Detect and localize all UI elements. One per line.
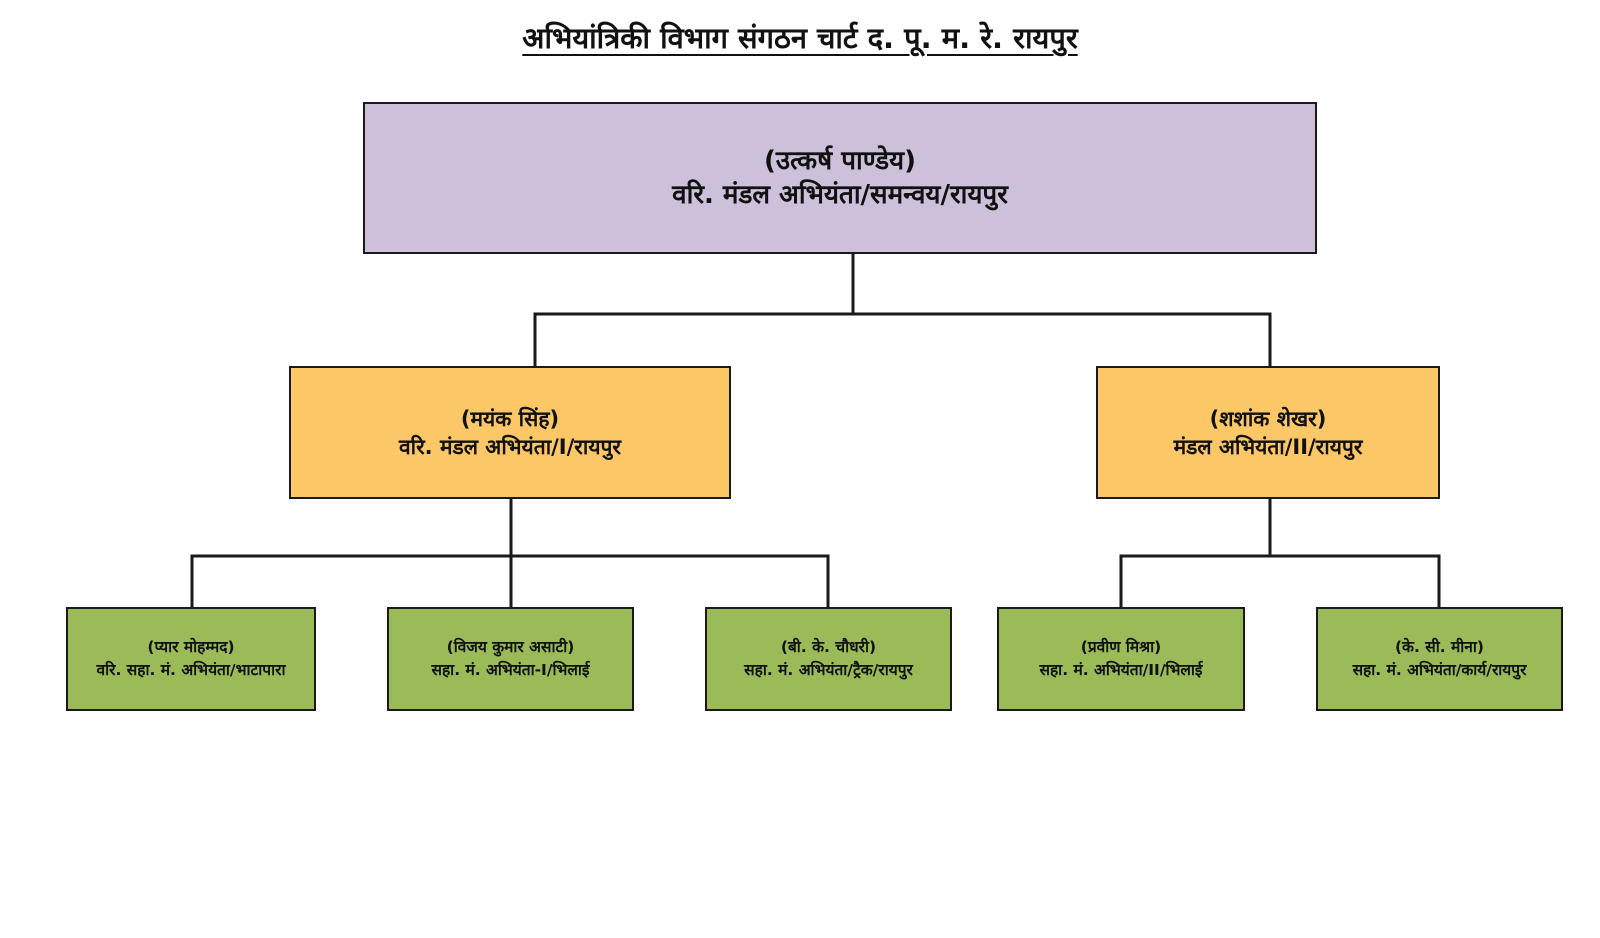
report-node-4: (प्रवीण मिश्रा) सहा. मं. अभियंता/II/भिला… xyxy=(997,607,1245,711)
report-designation: सहा. मं. अभियंता-I/भिलाई xyxy=(431,661,590,679)
report-designation: सहा. मं. अभियंता/कार्य/रायपुर xyxy=(1352,661,1527,679)
root-name: (उत्कर्ष पाण्डेय) xyxy=(764,146,916,176)
report-designation: सहा. मं. अभियंता/II/भिलाई xyxy=(1039,661,1203,679)
chart-title: अभियांत्रिकी विभाग संगठन चार्ट द. पू. म.… xyxy=(522,21,1078,55)
manager-node-1: (मयंक सिंह) वरि. मंडल अभियंता/I/रायपुर xyxy=(289,366,731,499)
report-node-5: (के. सी. मीना) सहा. मं. अभियंता/कार्य/रा… xyxy=(1316,607,1563,711)
root-designation: वरि. मंडल अभियंता/समन्वय/रायपुर xyxy=(672,180,1008,210)
manager-name: (शशांक शेखर) xyxy=(1209,406,1327,431)
report-designation: सहा. मं. अभियंता/ट्रैक/रायपुर xyxy=(744,661,913,679)
report-node-3: (बी. के. चौधरी) सहा. मं. अभियंता/ट्रैक/र… xyxy=(705,607,952,711)
report-node-2: (विजय कुमार असाटी) सहा. मं. अभियंता-I/भि… xyxy=(387,607,634,711)
manager-node-2: (शशांक शेखर) मंडल अभियंता/II/रायपुर xyxy=(1096,366,1440,499)
report-node-1: (प्यार मोहम्मद) वरि. सहा. मं. अभियंता/भा… xyxy=(66,607,316,711)
report-name: (प्रवीण मिश्रा) xyxy=(1080,638,1162,656)
manager-designation: मंडल अभियंता/II/रायपुर xyxy=(1173,434,1363,459)
manager-designation: वरि. मंडल अभियंता/I/रायपुर xyxy=(398,434,622,459)
manager-name: (मयंक सिंह) xyxy=(460,406,560,431)
report-name: (के. सी. मीना) xyxy=(1394,638,1485,656)
root-node: (उत्कर्ष पाण्डेय) वरि. मंडल अभियंता/समन्… xyxy=(363,102,1317,254)
report-name: (विजय कुमार असाटी) xyxy=(446,638,575,656)
report-name: (प्यार मोहम्मद) xyxy=(147,638,235,656)
report-designation: वरि. सहा. मं. अभियंता/भाटापारा xyxy=(96,661,286,679)
report-name: (बी. के. चौधरी) xyxy=(780,638,877,656)
